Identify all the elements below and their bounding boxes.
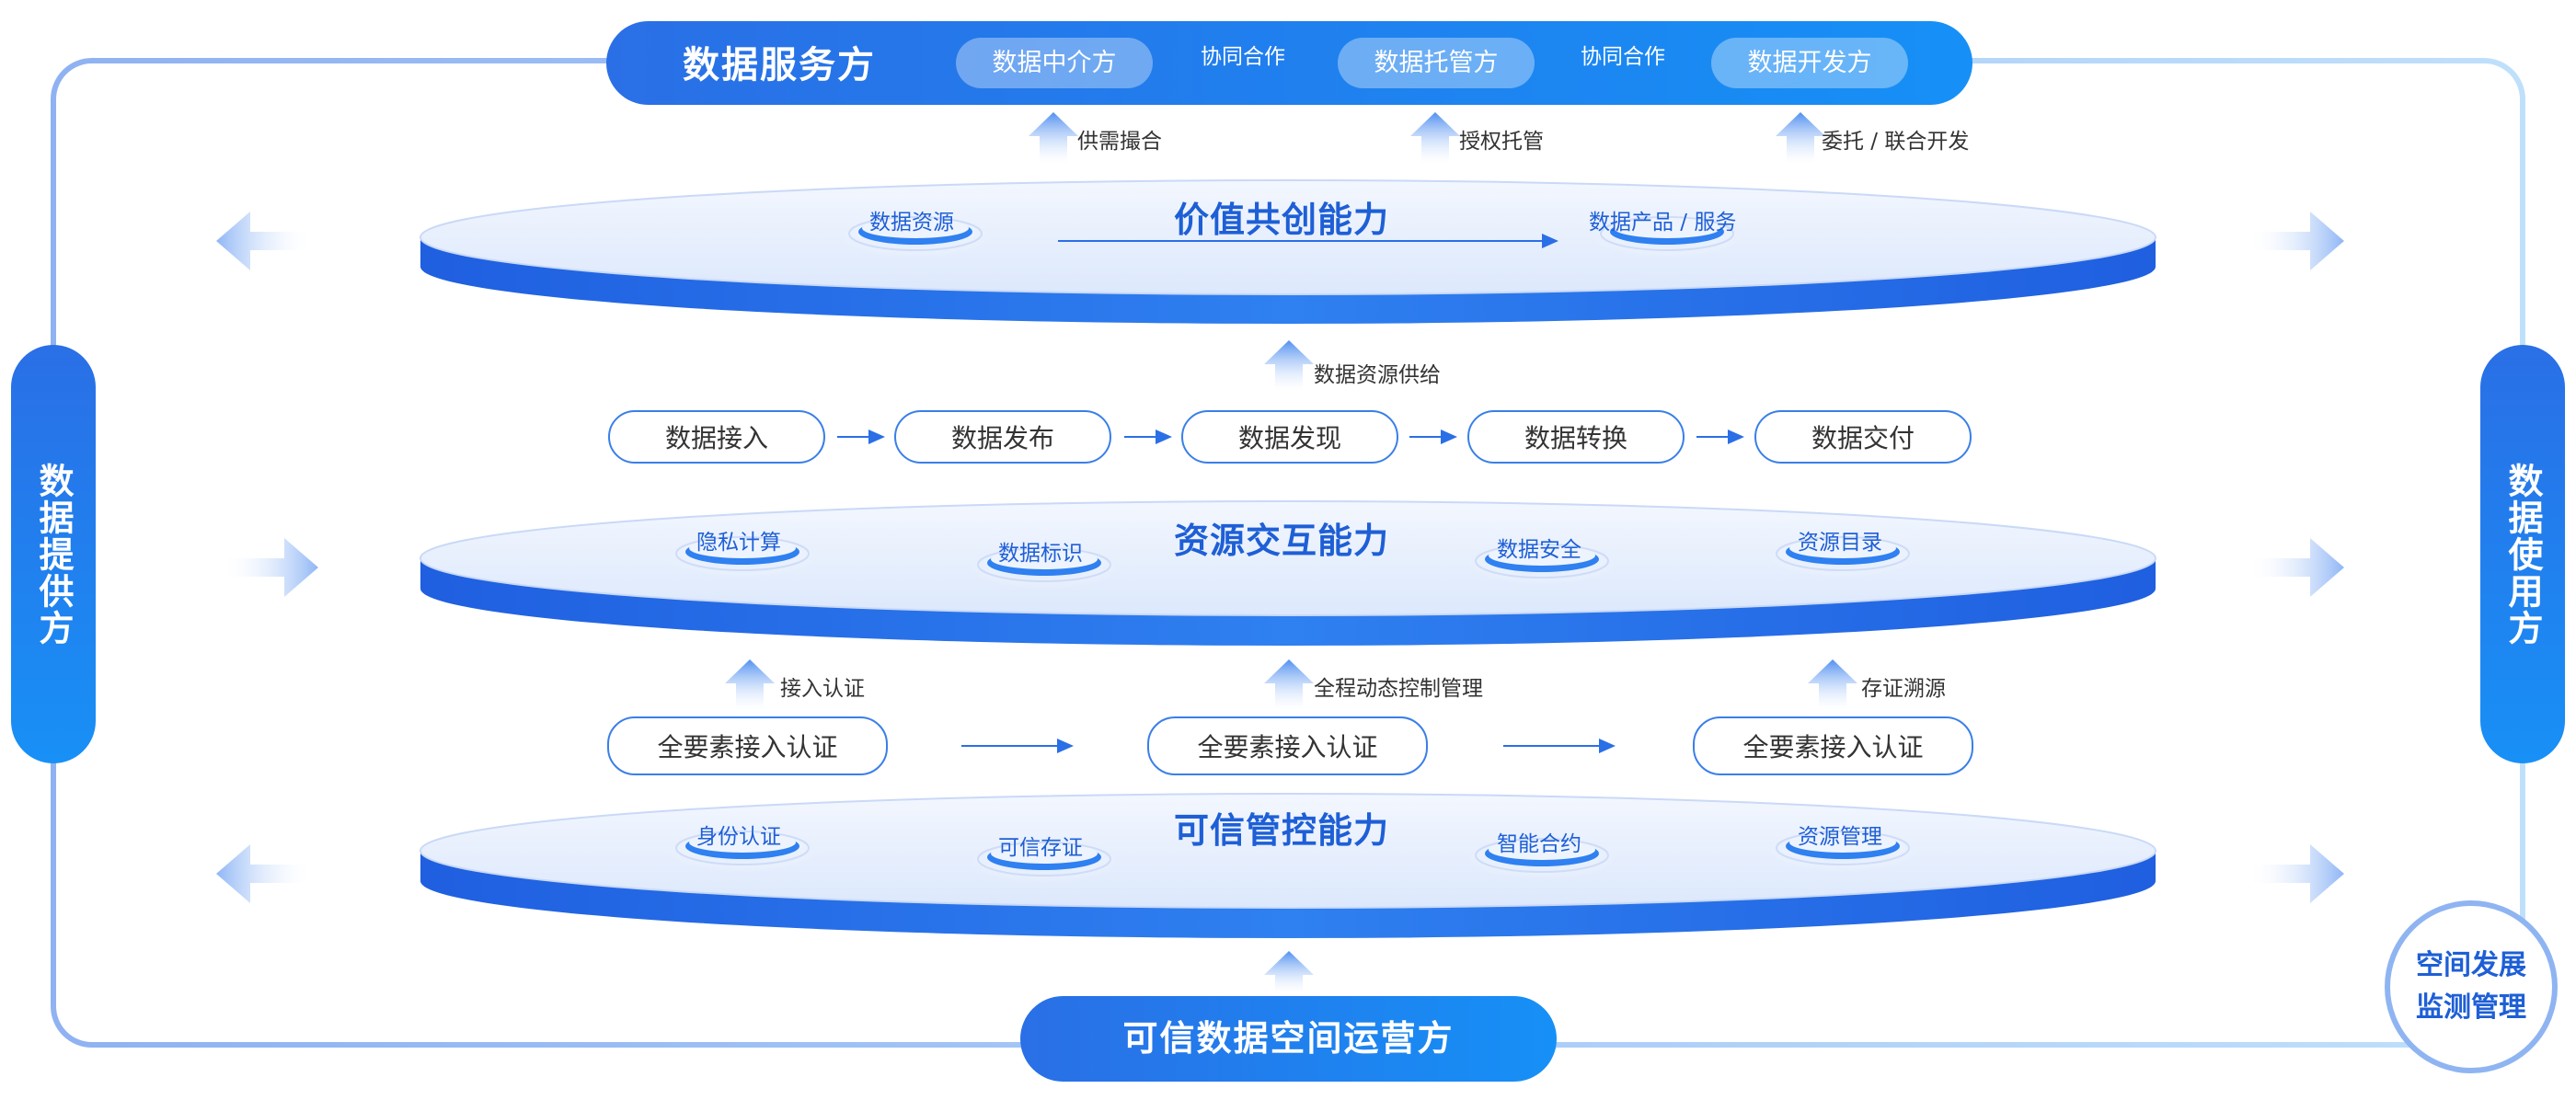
- node-resource-catalog: 资源目录: [1798, 531, 1882, 555]
- role-developer: 数据开发方: [1711, 38, 1908, 88]
- service-bar-title: 数据服务方: [683, 44, 876, 86]
- service-bar: [606, 21, 1972, 105]
- note-matching: 供需撮合: [1077, 130, 1162, 154]
- link-label-2: 协同合作: [1581, 45, 1665, 69]
- provider-label: 数据提供方: [33, 462, 74, 647]
- user-bar: 数据使用方: [2480, 345, 2565, 763]
- resource-disk: [420, 500, 2156, 646]
- node-smart-contract: 智能合约: [1497, 832, 1581, 856]
- link-label-1: 协同合作: [1201, 45, 1285, 69]
- monitor-line-2: 监测管理: [2416, 991, 2526, 1024]
- flow-step-discover: 数据发现: [1181, 410, 1398, 464]
- auth-box-3: 全要素接入认证: [1693, 716, 1973, 775]
- trust-layer-title: 可信管控能力: [1174, 810, 1390, 851]
- monitor-line-1: 空间发展: [2416, 949, 2526, 981]
- flow-step-transform: 数据转换: [1467, 410, 1685, 464]
- node-data-security: 数据安全: [1497, 538, 1581, 562]
- note-traceability: 存证溯源: [1861, 677, 1946, 701]
- note-development: 委托 / 联合开发: [1822, 130, 1970, 154]
- user-label: 数据使用方: [2502, 462, 2543, 647]
- operator-bar: 可信数据空间运营方: [1020, 996, 1557, 1082]
- node-data-product: 数据产品 / 服务: [1589, 211, 1737, 235]
- node-data-identifier: 数据标识: [998, 542, 1083, 566]
- node-trusted-evidence: 可信存证: [998, 836, 1083, 860]
- trust-disk: [420, 793, 2156, 938]
- node-data-resource: 数据资源: [869, 211, 954, 235]
- note-access-auth: 接入认证: [780, 677, 865, 701]
- note-dynamic-control: 全程动态控制管理: [1314, 677, 1483, 701]
- role-intermediary: 数据中介方: [956, 38, 1153, 88]
- monitor-circle: 空间发展 监测管理: [2385, 900, 2558, 1073]
- flow-step-deliver: 数据交付: [1754, 410, 1972, 464]
- provider-bar: 数据提供方: [11, 345, 96, 763]
- resource-layer-title: 资源交互能力: [1174, 521, 1390, 561]
- value-disk: [420, 179, 2156, 324]
- flow-step-publish: 数据发布: [894, 410, 1111, 464]
- auth-box-2: 全要素接入认证: [1147, 716, 1428, 775]
- value-layer-title: 价值共创能力: [1174, 200, 1390, 240]
- node-resource-management: 资源管理: [1798, 825, 1882, 849]
- node-identity-auth: 身份认证: [696, 825, 781, 849]
- flow-step-access: 数据接入: [608, 410, 825, 464]
- node-privacy-compute: 隐私计算: [696, 531, 781, 555]
- auth-box-1: 全要素接入认证: [607, 716, 888, 775]
- note-supply: 数据资源供给: [1314, 363, 1441, 387]
- role-custodian: 数据托管方: [1338, 38, 1535, 88]
- note-custody: 授权托管: [1459, 130, 1544, 154]
